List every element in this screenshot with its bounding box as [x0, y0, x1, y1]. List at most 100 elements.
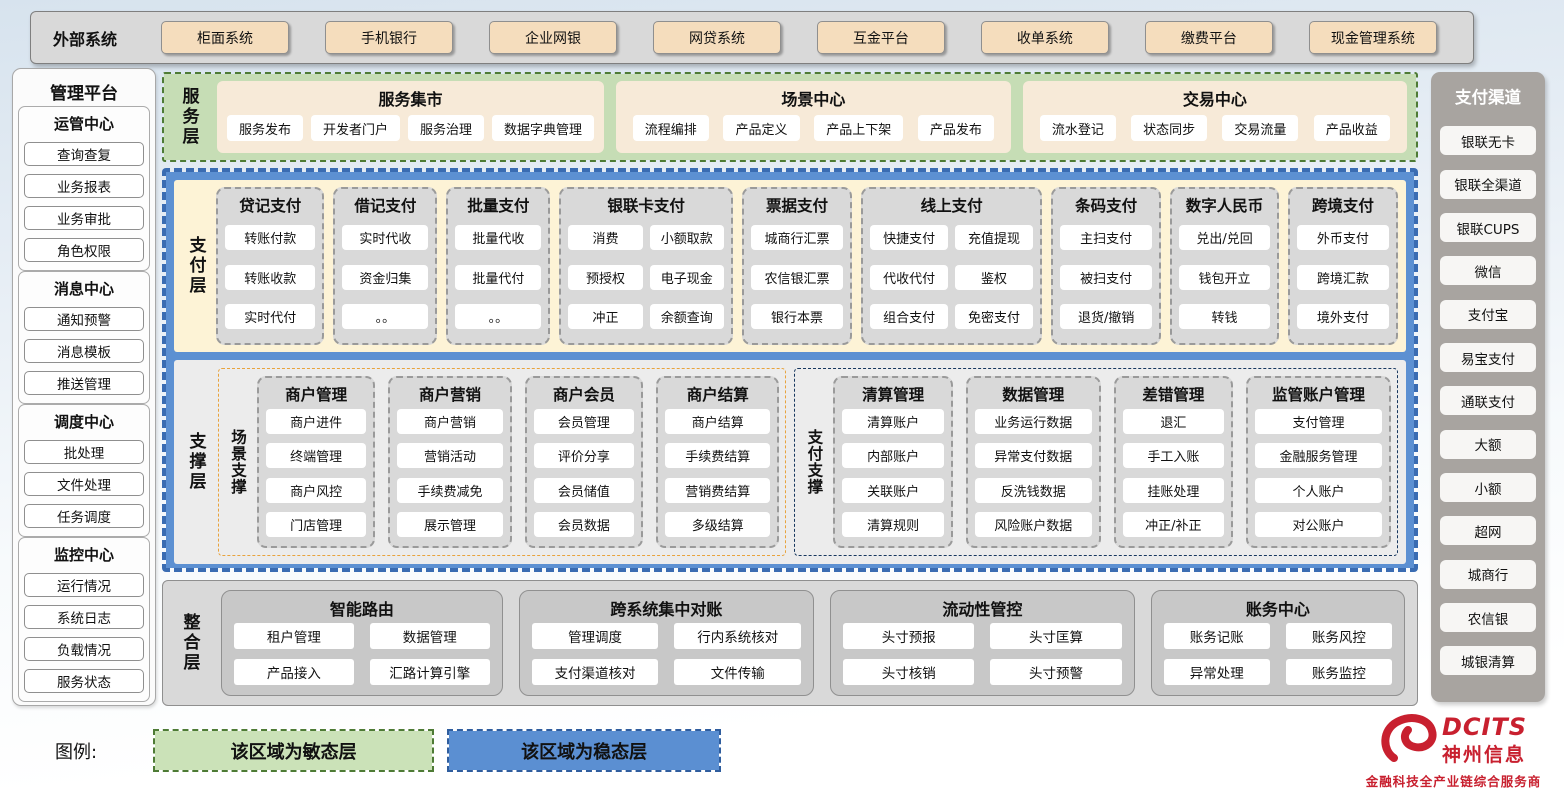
management-item-node: 业务审批: [24, 206, 144, 230]
external-system-node: 收单系统: [980, 21, 1109, 54]
integration-panel-items: 账务记账账务风控异常处理账务监控: [1163, 622, 1392, 686]
payment-channel-node: 农信银: [1440, 603, 1536, 633]
management-group-monitoring: 监控中心 运行情况系统日志负载情况服务状态: [18, 537, 150, 702]
support-item-node: 会员数据: [533, 511, 635, 537]
support-item-node: 清算账户: [842, 409, 944, 435]
service-item-node: 产品定义: [723, 115, 800, 141]
scene-support-label: 场景支撑: [229, 429, 247, 495]
legend-label: 图例:: [55, 741, 98, 763]
management-group-items: 运行情况系统日志负载情况服务状态: [24, 573, 144, 693]
integration-panel-title: 跨系统集中对账: [610, 600, 723, 619]
external-system-node: 企业网银: [488, 21, 617, 54]
management-item-node: 文件处理: [24, 472, 144, 496]
support-item-node: 展示管理: [397, 511, 503, 537]
support-item-node: 异常支付数据: [974, 443, 1092, 469]
payment-channel-node: 银联无卡: [1440, 126, 1536, 156]
payment-item-node: 小额取款: [649, 225, 724, 251]
service-panel-items: 服务发布开发者门户服务治理数据字典管理: [227, 112, 595, 144]
support-item-node: 挂账处理: [1122, 477, 1225, 503]
support-item-node: 营销活动: [397, 443, 503, 469]
logo-name: DCITS: [1441, 712, 1528, 741]
integration-panel-reconciliation: 跨系统集中对账 管理调度行内系统核对支付渠道核对文件传输: [518, 590, 815, 696]
support-item-node: 手续费结算: [665, 443, 771, 469]
support-group-title: 商户会员: [552, 386, 615, 404]
payment-item-node: 。。: [455, 303, 542, 329]
payment-item-node: 消费: [568, 225, 643, 251]
management-group-items: 通知预警消息模板推送管理: [24, 307, 144, 395]
stable-layer-container: 支付层 贷记支付 转账付款转账收款实时代付 借记支付 实时代收资金归集。。 批量…: [162, 168, 1418, 572]
support-item-node: 退汇: [1122, 409, 1225, 435]
external-system-node: 现金管理系统: [1308, 21, 1437, 54]
support-item-node: 营销费结算: [665, 477, 771, 503]
payment-group-items: 主扫支付被扫支付退货/撤销: [1060, 218, 1153, 336]
support-item-node: 门店管理: [266, 511, 367, 537]
support-item-node: 商户营销: [397, 409, 503, 435]
payment-support-section: 支付支撑 清算管理 清算账户内部账户关联账户清算规则 数据管理 业务运行数据异常…: [794, 368, 1398, 556]
payment-group-items: 实时代收资金归集。。: [342, 218, 429, 336]
payment-channel-node: 城银清算: [1440, 646, 1536, 676]
management-item-node: 业务报表: [24, 174, 144, 198]
payment-group-unionpay-card: 银联卡支付 消费小额取款预授权电子现金冲正余额查询: [559, 187, 733, 345]
payment-item-node: 组合支付: [870, 303, 949, 329]
integration-panel-title: 账务中心: [1245, 600, 1310, 619]
support-item-node: 关联账户: [842, 477, 944, 503]
integration-item-node: 汇路计算引擎: [369, 659, 490, 685]
support-group-items: 会员管理评价分享会员储值会员数据: [533, 407, 635, 539]
paysup-group-data: 数据管理 业务运行数据异常支付数据反洗钱数据风险账户数据: [965, 376, 1101, 548]
payment-channel-node: 易宝支付: [1440, 343, 1536, 373]
service-item-node: 流程编排: [632, 115, 709, 141]
payment-group-items: 兑出/兑回钱包开立转钱: [1179, 218, 1270, 336]
payment-group-title: 线上支付: [920, 197, 983, 215]
support-item-node: 商户风控: [266, 477, 367, 503]
integration-item-node: 账务风控: [1285, 623, 1392, 649]
payment-item-node: 被扫支付: [1060, 264, 1153, 290]
management-platform-title: 管理平台: [50, 84, 118, 104]
support-group-title: 监管账户管理: [1272, 386, 1366, 404]
support-group-items: 业务运行数据异常支付数据反洗钱数据风险账户数据: [974, 407, 1092, 539]
management-group-title: 监控中心: [53, 546, 114, 564]
payment-support-label: 支付支撑: [805, 429, 824, 495]
support-item-node: 对公账户: [1255, 511, 1382, 537]
paysup-group-clearing: 清算管理 清算账户内部账户关联账户清算规则: [833, 376, 953, 548]
payment-group-barcode: 条码支付 主扫支付被扫支付退货/撤销: [1051, 187, 1162, 345]
payment-item-node: 快捷支付: [870, 225, 949, 251]
logo-company: 神州信息: [1441, 744, 1526, 767]
payment-group-title: 借记支付: [354, 197, 417, 215]
payment-item-node: 跨境汇款: [1296, 264, 1389, 290]
payment-item-node: 充值提现: [955, 225, 1034, 251]
scene-group-merchant-member: 商户会员 会员管理评价分享会员储值会员数据: [524, 376, 644, 548]
management-group-title: 调度中心: [53, 413, 114, 431]
payment-group-items: 转账付款转账收款实时代付: [225, 218, 316, 336]
payment-item-node: 实时代收: [342, 225, 429, 251]
support-item-node: 反洗钱数据: [974, 477, 1092, 503]
service-item-node: 产品收益: [1313, 115, 1390, 141]
management-group-message: 消息中心 通知预警消息模板推送管理: [18, 271, 150, 404]
support-group-title: 商户结算: [686, 386, 749, 404]
payment-channel-node: 超网: [1440, 516, 1536, 546]
payment-layer-label: 支付层: [185, 236, 206, 296]
service-item-node: 开发者门户: [311, 115, 401, 141]
support-item-node: 冲正/补正: [1122, 511, 1225, 537]
management-group-operations: 运管中心 查询查复业务报表业务审批角色权限: [18, 106, 150, 271]
service-item-node: 流水登记: [1039, 115, 1116, 141]
support-group-items: 商户结算手续费结算营销费结算多级结算: [665, 407, 771, 539]
external-system-node: 缴费平台: [1144, 21, 1273, 54]
payment-item-node: 。。: [342, 303, 429, 329]
service-layer: 服务层 服务集市 服务发布开发者门户服务治理数据字典管理 场景中心 流程编排产品…: [162, 72, 1418, 162]
payment-item-node: 鉴权: [955, 264, 1034, 290]
payment-item-node: 钱包开立: [1179, 264, 1270, 290]
management-item-node: 任务调度: [24, 504, 144, 528]
payment-item-node: 资金归集: [342, 264, 429, 290]
payment-item-node: 兑出/兑回: [1179, 225, 1270, 251]
payment-group-debit: 借记支付 实时代收资金归集。。: [333, 187, 438, 345]
support-group-items: 商户营销营销活动手续费减免展示管理: [397, 407, 503, 539]
payment-group-bill: 票据支付 城商行汇票农信银汇票银行本票: [741, 187, 853, 345]
integration-item-node: 数据管理: [369, 623, 490, 649]
payment-item-node: 电子现金: [649, 264, 724, 290]
scene-group-merchant-marketing: 商户营销 商户营销营销活动手续费减免展示管理: [388, 376, 512, 548]
payment-channel-node: 大额: [1440, 429, 1536, 459]
external-systems-list: 柜面系统手机银行企业网银网贷系统互金平台收单系统缴费平台现金管理系统: [125, 21, 1473, 54]
external-system-node: 网贷系统: [652, 21, 781, 54]
